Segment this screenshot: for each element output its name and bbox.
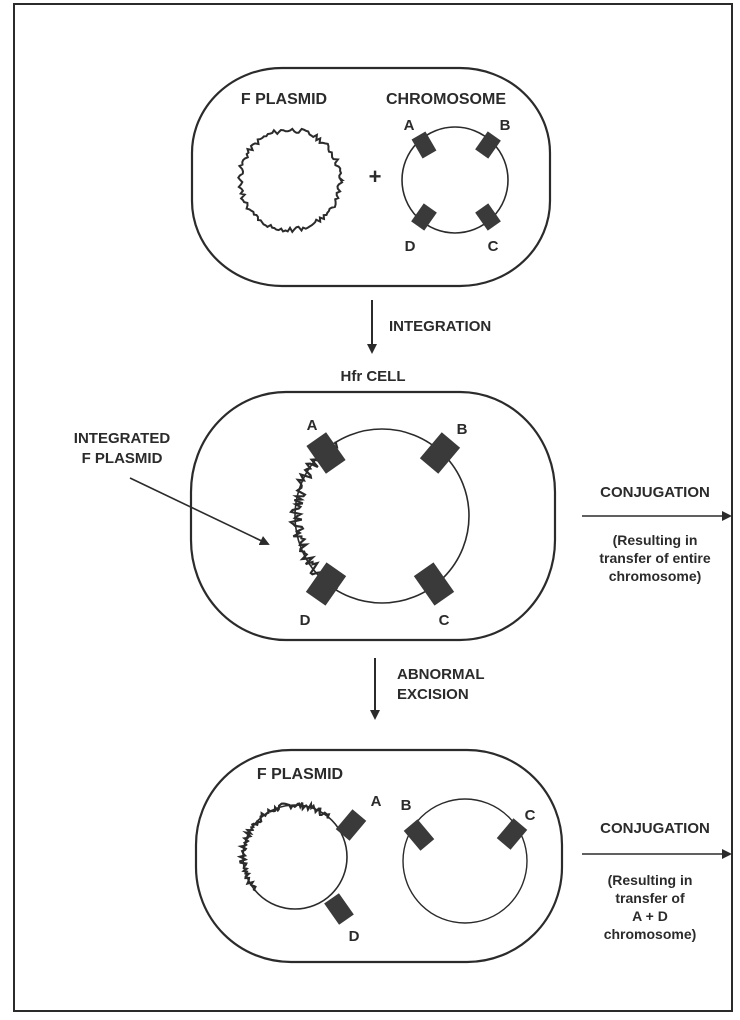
gene-label-a: A — [307, 417, 318, 434]
gene-block-c — [475, 203, 501, 231]
excision-label-line2: EXCISION — [397, 686, 469, 703]
gene-block-d — [305, 562, 347, 606]
gene-label-b: B — [457, 421, 468, 438]
integration-label: INTEGRATION — [389, 318, 491, 335]
hfr-cell-membrane — [189, 390, 557, 642]
f-plasmid-segment — [236, 800, 331, 892]
f-plasmid-label: F PLASMID — [241, 91, 327, 108]
f-prime-plasmid-circle — [242, 804, 348, 910]
integrated-plasmid-callout-line1: INTEGRATED — [74, 430, 171, 447]
plus-sign: + — [369, 164, 382, 189]
gene-label-c: C — [525, 807, 536, 824]
gene-label-b: B — [401, 797, 412, 814]
integrated-plasmid-callout-line2: F PLASMID — [82, 450, 163, 467]
gene-block-b — [403, 819, 435, 851]
conjugation-result-line4: chromosome) — [604, 926, 697, 942]
gene-block-b — [419, 432, 461, 474]
gene-label-a: A — [371, 793, 382, 810]
gene-block-c — [496, 818, 528, 850]
remaining-chromosome-circle — [402, 798, 528, 924]
gene-block-a — [411, 131, 437, 159]
gene-label-d: D — [300, 612, 311, 629]
cell-membrane — [190, 66, 552, 288]
excision-step: ABNORMAL EXCISION — [370, 658, 485, 720]
chromosome-label: CHROMOSOME — [386, 91, 506, 108]
gene-block-a — [335, 809, 367, 841]
hfr-cell-label: Hfr CELL — [341, 368, 406, 385]
conjugation-result-line2: transfer of entire — [599, 550, 710, 566]
conjugation-label: CONJUGATION — [600, 484, 710, 501]
hfr-chromosome-circle — [294, 428, 470, 604]
gene-label-c: C — [488, 238, 499, 255]
conjugation-result-line3: chromosome) — [609, 568, 702, 584]
f-plasmid-circle — [237, 127, 345, 234]
conjugation-result-line1: (Resulting in — [613, 532, 698, 548]
gene-block-d — [411, 203, 437, 231]
conjugation-result-line1: (Resulting in — [608, 872, 693, 888]
chromosome-circle — [401, 126, 509, 234]
cell-panel-3: F PLASMID A D B C CONJUGATION (Resulting… — [194, 748, 732, 964]
integration-step: INTEGRATION Hfr CELL — [341, 300, 491, 385]
conjugation-label: CONJUGATION — [600, 820, 710, 837]
conjugation-result-line3: A + D — [632, 908, 668, 924]
conjugation-result-line2: transfer of — [615, 890, 685, 906]
gene-label-c: C — [439, 612, 450, 629]
cell-membrane — [194, 748, 564, 964]
gene-label-b: B — [500, 117, 511, 134]
gene-block-c — [413, 562, 455, 606]
integrated-f-plasmid — [288, 441, 339, 596]
gene-label-a: A — [404, 117, 415, 134]
gene-block-b — [475, 131, 501, 159]
gene-label-d: D — [405, 238, 416, 255]
gene-block-d — [324, 893, 354, 925]
figure-frame — [13, 3, 733, 1012]
gene-label-d: D — [349, 928, 360, 945]
f-plasmid-label: F PLASMID — [257, 766, 343, 783]
cell-panel-1: F PLASMID CHROMOSOME + A B D C — [190, 66, 552, 288]
cell-panel-2: A B D C INTEGRATED F PLASMID CONJUGATION… — [74, 390, 732, 642]
excision-label-line1: ABNORMAL — [397, 666, 485, 683]
callout-arrow — [129, 477, 270, 546]
gene-block-a — [306, 432, 346, 474]
